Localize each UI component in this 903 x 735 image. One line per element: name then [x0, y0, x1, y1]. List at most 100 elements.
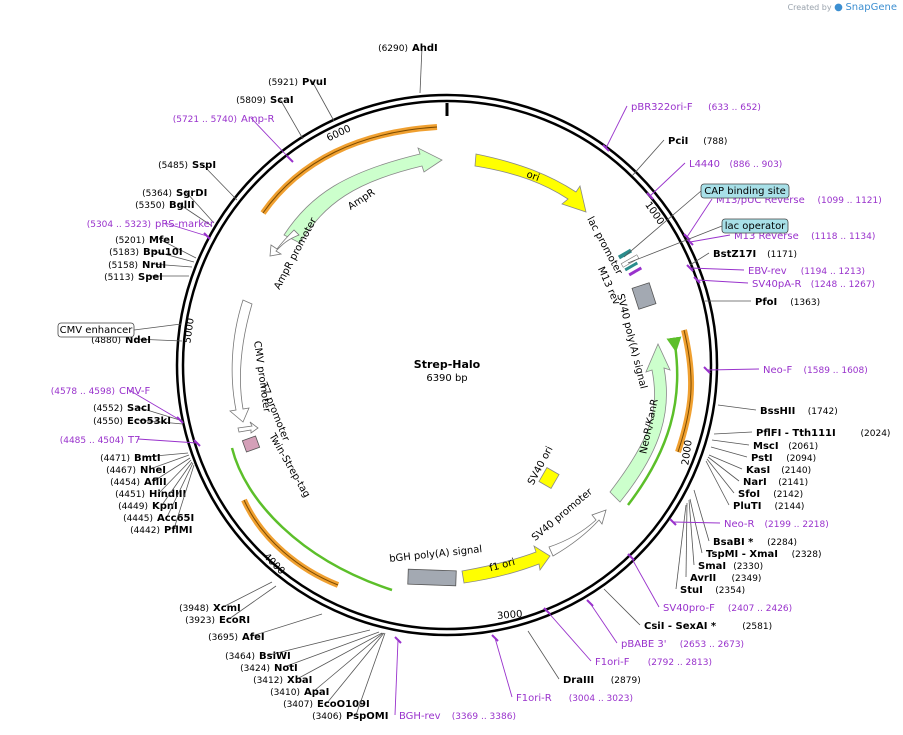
site-leader-line: [153, 457, 191, 482]
restriction-site: NarI (2141): [707, 456, 808, 488]
site-position: (2141): [778, 478, 808, 488]
primer-leader-line: [696, 279, 749, 284]
site-position: (4880): [91, 336, 121, 346]
neor-arrow: [609, 343, 671, 503]
site-position: (4454): [110, 478, 140, 488]
feature-leader-line: [133, 323, 182, 331]
site-leader-line: [717, 404, 757, 411]
site-name: AvrII: [690, 573, 716, 584]
site-position: (4552): [93, 404, 123, 414]
primer-range: (2653 .. 2673): [680, 640, 744, 650]
primer-site: SV40pro-F(2407 .. 2426): [627, 553, 792, 614]
site-name: StuI: [680, 585, 703, 596]
primer-site: BGH-rev(3369 .. 3386): [394, 636, 516, 722]
primer-range: (2407 .. 2426): [728, 604, 792, 614]
site-position: (2284): [767, 538, 797, 548]
coordinate-tick-label: 5000: [182, 317, 196, 344]
site-position: (1742): [808, 407, 838, 417]
site-leader-line: [166, 462, 194, 518]
site-name: AflII: [144, 477, 167, 488]
site-leader-line: [201, 163, 238, 201]
site-position: (5158): [108, 261, 138, 271]
restriction-site: DraIII(2879): [527, 630, 641, 686]
primer-mark: [543, 607, 551, 615]
site-position: (3424): [240, 664, 270, 674]
site-leader-line: [149, 454, 190, 470]
restriction-site: SgrDI(5364): [142, 188, 215, 224]
bgh-polya-box: [407, 568, 457, 587]
plasmid-length: 6390 bp: [426, 373, 467, 384]
site-leader-line: [713, 431, 753, 435]
sv40-promoter-arrow: [548, 509, 607, 557]
primer-range: (5304 .. 5323): [87, 220, 151, 230]
site-leader-line: [296, 632, 383, 680]
site-position: (3923): [185, 616, 215, 626]
neo-orange-line: [677, 329, 692, 453]
site-name: EcoO109I: [317, 699, 370, 710]
site-name: KpnI: [152, 501, 178, 512]
lac-promoter-mark: [620, 254, 640, 268]
primer-mark: [394, 636, 402, 644]
feature-box-text: CMV enhancer: [60, 325, 134, 336]
restriction-site: CsiI - SexAI *(2581): [603, 588, 772, 632]
primer-name: Neo-F: [763, 365, 793, 376]
primer-leader-line: [494, 637, 513, 698]
restriction-site: HindIII(4451): [115, 459, 192, 500]
site-leader-line: [268, 629, 371, 656]
site-leader-line: [689, 252, 710, 266]
site-leader-line: [152, 250, 195, 263]
site-position: (2879): [611, 676, 641, 686]
feature-leader-line: [627, 225, 723, 264]
site-position: (5113): [104, 273, 134, 283]
f1-ori-arrow: [461, 545, 551, 584]
restriction-site: AfeI(3695): [208, 613, 323, 643]
primer-name: Amp-R: [241, 114, 275, 125]
restriction-site: NotI(3424): [240, 631, 380, 674]
site-leader-line: [355, 632, 386, 716]
coordinate-tick-label: 6000: [325, 123, 353, 144]
primer-leader-line: [164, 222, 208, 237]
boxed-feature-label: CAP binding site: [623, 183, 790, 258]
site-name: NarI: [743, 477, 767, 488]
restriction-site: AflII (4454): [110, 457, 191, 488]
site-leader-line: [161, 461, 193, 506]
restriction-site: PvuI(5921): [268, 77, 335, 122]
site-leader-line: [710, 446, 748, 458]
site-position: (4445): [123, 514, 153, 524]
feature-box: [700, 183, 790, 199]
site-name: SspI: [192, 160, 216, 171]
site-leader-line: [708, 454, 743, 470]
site-name: BglII: [169, 200, 195, 211]
site-position: (4467): [106, 466, 136, 476]
restriction-site: PflFI - Tth111I(2024): [713, 428, 890, 439]
site-position: (2354): [715, 586, 745, 596]
primer-leader-line: [589, 602, 618, 644]
site-leader-line: [603, 588, 641, 626]
site-position: (2140): [781, 466, 811, 476]
feature-box-text: CAP binding site: [704, 186, 786, 197]
primer-range: (2792 .. 2813): [648, 658, 712, 668]
t7-promoter-arrow: [237, 421, 259, 434]
credit-prefix: Created by: [787, 3, 832, 12]
snapgene-credit: Created by ● SnapGene: [788, 2, 897, 13]
plasmid-name: Strep-Halo: [414, 358, 481, 371]
restriction-site: XbaI(3412): [253, 632, 383, 686]
restriction-site: SacI(4552): [93, 403, 184, 422]
primer-site: CMV-F(4578 .. 4598): [51, 386, 184, 424]
primer-range: (886 .. 903): [730, 160, 783, 170]
site-leader-line: [693, 489, 710, 542]
site-name: CsiI - SexAI *: [644, 621, 717, 632]
restriction-site: ApaI(3410): [270, 632, 384, 698]
site-position: (3695): [208, 633, 238, 643]
site-position: (4449): [118, 502, 148, 512]
site-name: NruI: [142, 260, 166, 271]
site-leader-line: [311, 80, 335, 122]
primer-range: (1194 .. 1213): [801, 267, 865, 277]
primer-leader-line: [706, 368, 760, 371]
restriction-site: PluTI(2144): [705, 460, 804, 512]
restriction-site: Eco53kI(4550): [93, 416, 184, 427]
site-name: PflFI - Tth111I: [756, 428, 836, 439]
site-position: (4451): [115, 490, 145, 500]
ampr-arrow: [283, 147, 443, 244]
